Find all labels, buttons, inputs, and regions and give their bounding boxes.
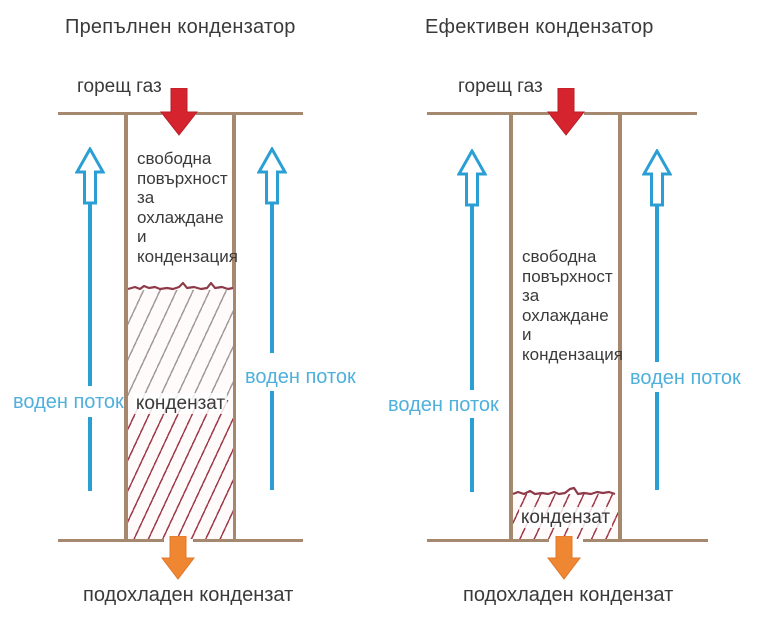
hot-gas-arrow-icon xyxy=(547,88,585,136)
water-flow-arrow-icon xyxy=(642,149,672,207)
condensate-label: кондензат xyxy=(513,507,618,529)
condenser-wall-right xyxy=(232,112,236,541)
water-flow-left-label: воден поток xyxy=(388,394,499,416)
water-flow-line xyxy=(270,391,274,490)
hot-gas-arrow-icon xyxy=(160,88,198,136)
condenser-top-line xyxy=(58,112,162,115)
condenser-bottom-line xyxy=(583,539,708,542)
water-flow-arrow-icon xyxy=(457,149,487,207)
water-flow-left-label: воден поток xyxy=(13,391,124,413)
condenser-bottom-line xyxy=(193,539,303,542)
water-flow-line xyxy=(270,204,274,353)
water-flow-arrow-icon xyxy=(257,147,287,205)
condenser-wall-left xyxy=(124,112,128,541)
water-flow-arrow-icon xyxy=(75,147,105,205)
water-flow-line xyxy=(88,204,92,386)
hot-gas-label: горещ газ xyxy=(458,76,543,97)
water-flow-line xyxy=(470,206,474,390)
condensate-surface-line xyxy=(127,280,234,294)
condenser-bottom-line xyxy=(427,539,549,542)
condensate-outlet-arrow-icon xyxy=(161,536,195,580)
hot-gas-label: горещ газ xyxy=(77,76,162,97)
condensate-label: кондензат xyxy=(128,393,233,415)
condensate-label-text: кондензат xyxy=(518,507,613,528)
free-surface-label: свободна повърхност за охлаждане и конде… xyxy=(522,247,623,364)
free-surface-label: свободна повърхност за охлаждане и конде… xyxy=(137,149,238,266)
condensate-hatch-lower xyxy=(128,400,233,539)
water-flow-line xyxy=(470,418,474,492)
water-flow-line xyxy=(655,392,659,490)
condensate-label-text: кондензат xyxy=(133,393,228,414)
condenser-top-line xyxy=(584,112,697,115)
water-flow-right-label: воден поток xyxy=(245,366,356,388)
condenser-bottom-line xyxy=(58,539,164,542)
panel-title-overfilled: Препълнен кондензатор xyxy=(65,16,296,38)
subcooled-condensate-label: подохладен кондензат xyxy=(463,584,674,606)
panel-title-effective: Ефективен кондензатор xyxy=(425,16,654,38)
water-flow-right-label: воден поток xyxy=(630,367,741,389)
condenser-wall-right xyxy=(618,112,622,541)
condensate-surface-line xyxy=(512,485,619,499)
condenser-top-line xyxy=(196,112,303,115)
condensate-outlet-arrow-icon xyxy=(547,536,581,580)
water-flow-line xyxy=(88,417,92,491)
condenser-wall-left xyxy=(509,112,513,541)
condenser-top-line xyxy=(427,112,549,115)
water-flow-line xyxy=(655,206,659,362)
subcooled-condensate-label: подохладен кондензат xyxy=(83,584,294,606)
condensate-hatch-upper xyxy=(128,290,233,400)
